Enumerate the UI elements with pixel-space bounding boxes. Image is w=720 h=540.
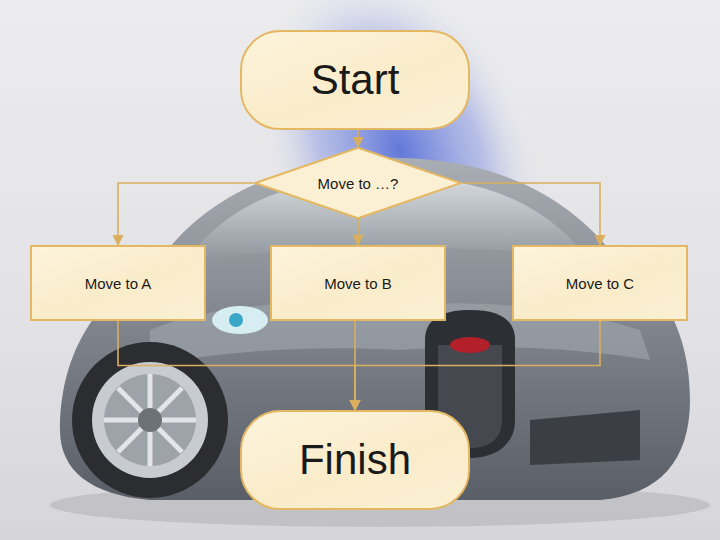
flow-connector [355, 321, 600, 410]
node-label: Move to C [566, 275, 634, 292]
process-box: Move to B [270, 245, 446, 321]
terminal-box: Finish [240, 410, 470, 510]
flow-connector [357, 130, 359, 147]
node-label: Start [311, 56, 400, 104]
decision-diamond: Move to …? [253, 147, 463, 219]
flow-connector [118, 183, 253, 245]
node-label: Move to B [324, 275, 392, 292]
node-label: Move to …? [318, 175, 399, 192]
flow-connector [357, 219, 359, 245]
car [50, 158, 710, 527]
node-label: Move to A [85, 275, 152, 292]
flow-connector [463, 183, 600, 245]
process-box: Move to C [512, 245, 688, 321]
process-box: Move to A [30, 245, 206, 321]
terminal-box: Start [240, 30, 470, 130]
node-label: Finish [299, 436, 411, 484]
diamond-shape [255, 148, 461, 219]
flow-connector [118, 321, 355, 410]
